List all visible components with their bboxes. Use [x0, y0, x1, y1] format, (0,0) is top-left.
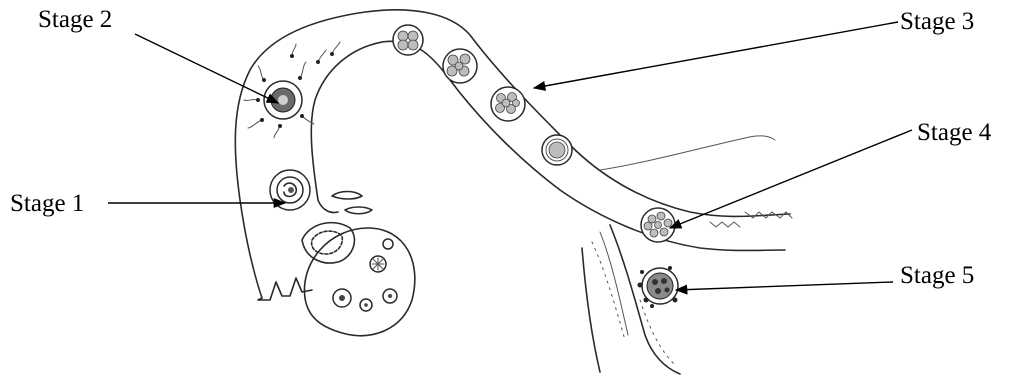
- label-stage4-text: Stage 4: [917, 119, 992, 146]
- arrow-stage4: [670, 130, 912, 228]
- stage3-cleavage: [393, 25, 572, 165]
- label-stage5-text: Stage 5: [900, 262, 974, 289]
- label-stage5: Stage 5: [676, 262, 974, 290]
- label-stage3: Stage 3: [534, 8, 974, 88]
- arrow-stage2: [135, 34, 278, 103]
- stage1-oocyte: [270, 170, 310, 210]
- label-stage2-text: Stage 2: [38, 6, 112, 33]
- arrow-stage5: [676, 282, 893, 290]
- label-stage1: Stage 1: [10, 190, 285, 217]
- label-stage3-text: Stage 3: [900, 8, 974, 35]
- ovary: [302, 223, 415, 336]
- label-stage4: Stage 4: [670, 119, 992, 228]
- label-stage1-text: Stage 1: [10, 190, 84, 217]
- stage2-fertilization: [244, 42, 340, 138]
- oviduct-outline: [235, 10, 792, 374]
- stage5-implantation: [638, 266, 679, 308]
- stage4-blastocyst: [641, 208, 675, 242]
- arrow-stage3: [534, 22, 898, 88]
